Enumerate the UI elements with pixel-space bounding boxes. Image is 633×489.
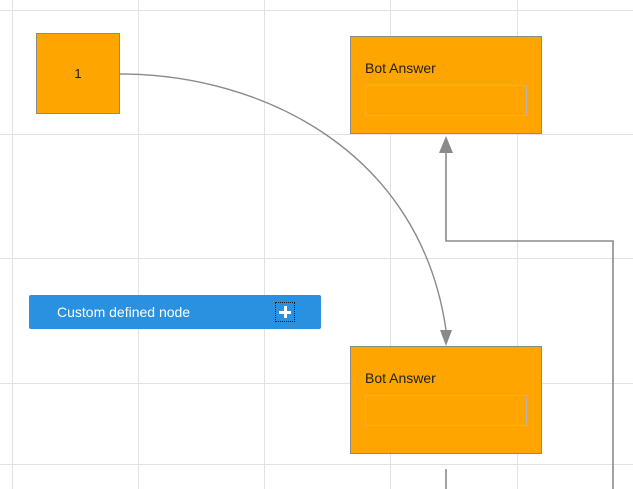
grid-line-horizontal: [0, 134, 633, 135]
grid-line-vertical: [264, 0, 265, 489]
arrowhead-up-icon: [439, 136, 453, 153]
node-title: Bot Answer: [365, 60, 436, 76]
node-answer-slot[interactable]: [365, 85, 527, 116]
node-start-label: 1: [74, 66, 82, 81]
node-title: Bot Answer: [365, 370, 436, 386]
grid-line-horizontal: [0, 464, 633, 465]
node-bot-answer-top[interactable]: Bot Answer: [350, 36, 542, 134]
node-start[interactable]: 1: [36, 33, 120, 114]
grid-line-horizontal: [0, 258, 633, 259]
custom-defined-node-label: Custom defined node: [57, 304, 191, 320]
plus-icon[interactable]: [275, 302, 295, 322]
arrowhead-down-icon: [440, 330, 452, 346]
grid-line-horizontal: [0, 10, 633, 11]
node-answer-slot[interactable]: [365, 395, 527, 426]
custom-defined-node-button[interactable]: Custom defined node: [29, 295, 321, 329]
grid-line-vertical: [138, 0, 139, 489]
grid-line-vertical: [12, 0, 13, 489]
node-bot-answer-bottom[interactable]: Bot Answer: [350, 346, 542, 454]
